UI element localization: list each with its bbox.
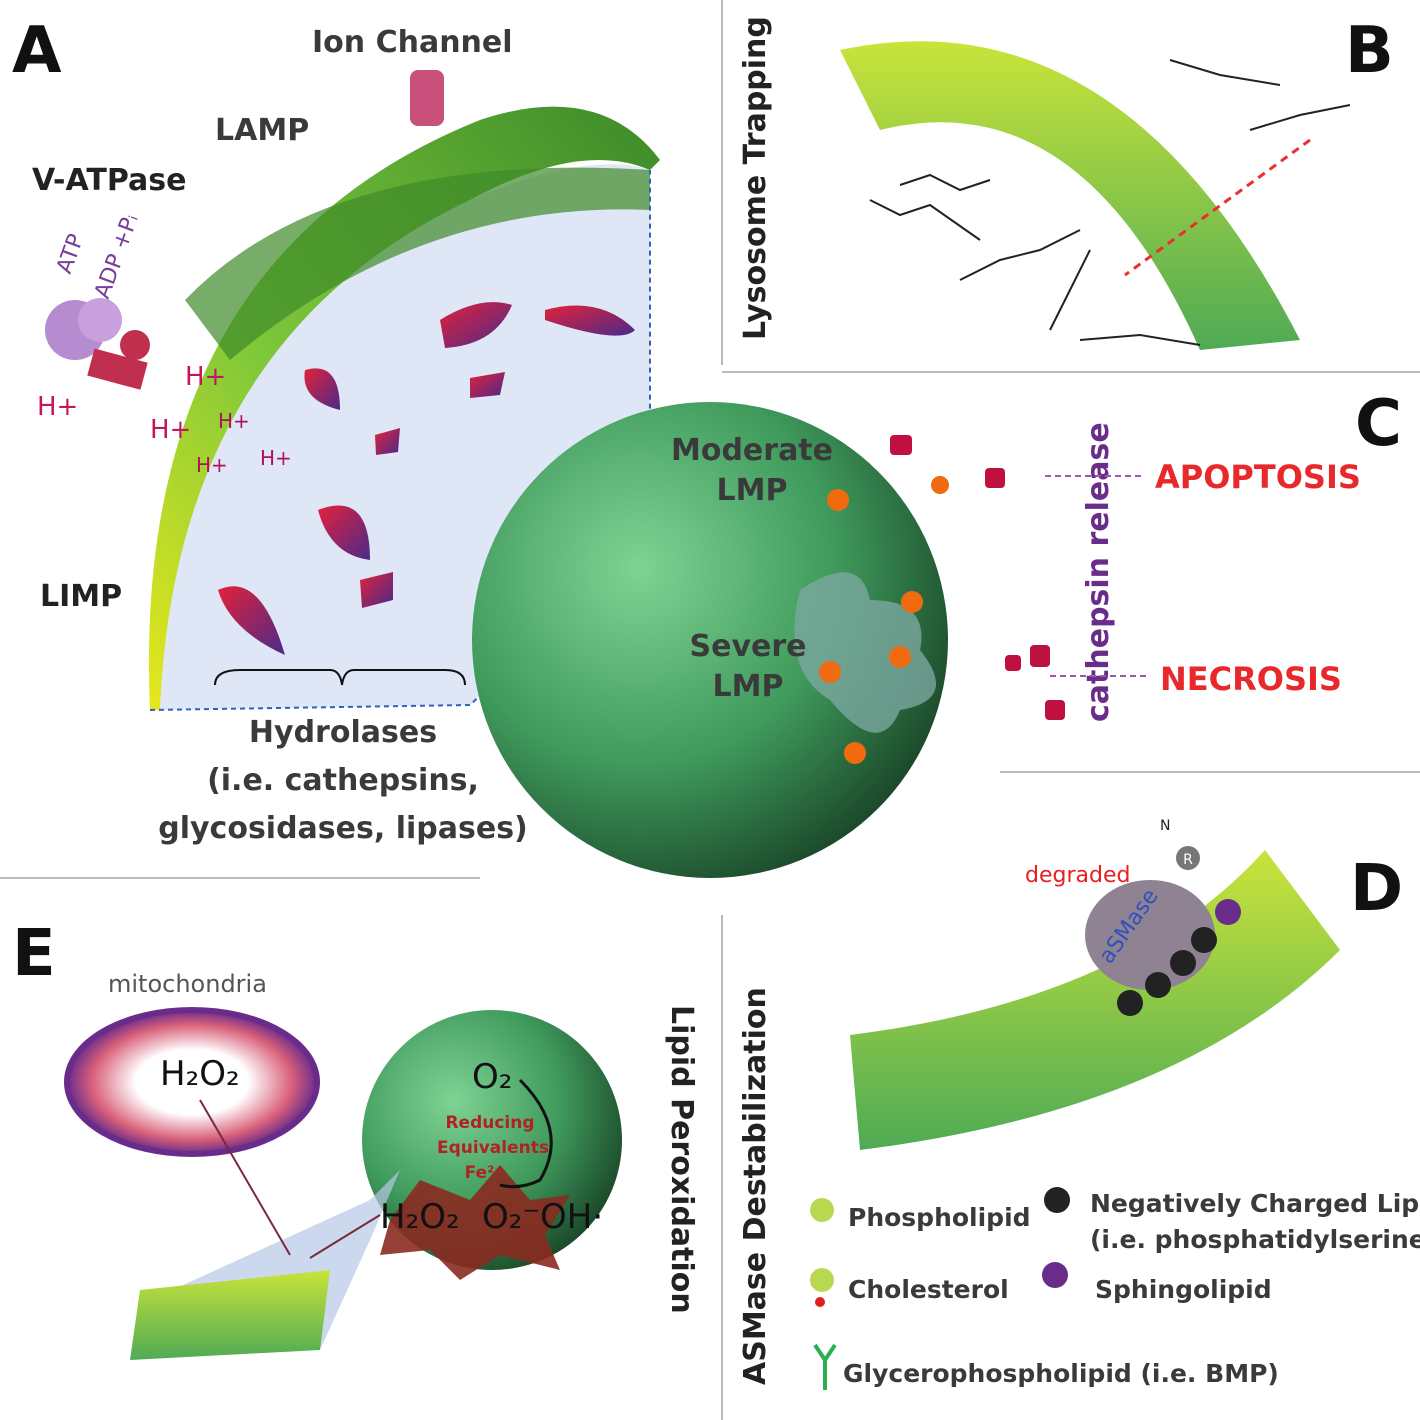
h2o2-diffusion-arrow [199, 1099, 291, 1256]
phospholipid-icon [810, 1198, 834, 1222]
cholesterol-icon [810, 1268, 834, 1292]
panel-letter-d: D [1350, 852, 1403, 926]
legend-glycerophospholipid: Glycerophospholipid (i.e. BMP) [843, 1359, 1279, 1388]
severe-rupture [794, 572, 936, 733]
o2-label: O₂ [472, 1057, 512, 1097]
cathepsin-particles [890, 435, 1065, 720]
degraded-label: degraded [1025, 863, 1130, 888]
damage-stars [819, 476, 949, 764]
necrosis-label: NECROSIS [1160, 660, 1342, 698]
sphingolipid-legend-icon [1042, 1262, 1068, 1288]
panel-d: R N degraded aSMase D ASMase Destabiliza… [738, 818, 1403, 1385]
mitochondria-label: mitochondria [108, 970, 267, 998]
negatively-charged-lipids [1117, 927, 1217, 1016]
h-plus-label: H+ [218, 409, 250, 433]
cathepsin-release-label: cathepsin release [1081, 422, 1116, 722]
lysosome-trapping-title: Lysosome Trapping [738, 16, 773, 340]
mitochondria-icon [64, 1007, 320, 1157]
moderate-lmp-label: LMP [717, 473, 788, 508]
hydrolases-label: glycosidases, lipases) [158, 811, 528, 846]
v-atpase-label: V-ATPase [32, 163, 186, 198]
h2o2-label: H₂O₂ [160, 1054, 240, 1094]
lysosome-sphere [472, 402, 948, 878]
membrane-bilayer [840, 41, 1300, 350]
inner-membrane [185, 167, 650, 360]
h-plus-label: H+ [150, 415, 191, 445]
panel-e: E mitochondria H₂O₂ O₂ Reducing Equivale… [12, 917, 699, 1360]
product-hydroxyl: OH· [540, 1197, 603, 1237]
legend-cholesterol: Cholesterol [848, 1275, 1009, 1304]
reducing-label: Equivalents [437, 1138, 549, 1158]
apoptosis-label: APOPTOSIS [1155, 458, 1361, 496]
panel-letter-c: C [1355, 387, 1402, 461]
hydrolases-label: Hydrolases [249, 715, 437, 750]
moderate-lmp-label: Moderate [671, 433, 833, 468]
ros-arrow [309, 1214, 381, 1259]
asmase-destabilization-title: ASMase Destabilization [738, 987, 773, 1385]
ion-channel-label: Ion Channel [312, 25, 513, 60]
glycerophospholipid-icon [813, 1343, 837, 1390]
product-h2o2: H₂O₂ [380, 1197, 460, 1237]
hydrolase-enzymes [218, 302, 635, 655]
h-plus-label: H+ [185, 362, 226, 392]
legend: Phospholipid Cholesterol Glycerophosphol… [810, 1187, 1420, 1390]
limp-label: LIMP [40, 579, 122, 614]
product-superoxide: O₂⁻ [482, 1197, 540, 1237]
panel-letter-a: A [12, 14, 62, 88]
legend-negative-lipid-example: (i.e. phosphatidylserine) [1090, 1225, 1420, 1254]
severe-lmp-label: LMP [713, 669, 784, 704]
legend-negative-lipid: Negatively Charged Lipid [1090, 1189, 1420, 1218]
hydrolases-label: (i.e. cathepsins, [207, 763, 479, 798]
atp-label: ATP [52, 231, 89, 277]
r-label: R [1183, 852, 1193, 868]
sphingolipid-icon [1215, 899, 1241, 925]
legend-phospholipid: Phospholipid [848, 1203, 1031, 1232]
membrane-bilayer [850, 850, 1340, 1150]
lipid-peroxidation-title: Lipid Peroxidation [664, 1005, 699, 1314]
panel-c: C Moderate LMP Severe LMP cathepsin rele… [671, 387, 1402, 764]
lipophilic-drugs [869, 59, 1351, 346]
legend-sphingolipid: Sphingolipid [1095, 1275, 1272, 1304]
adp-label: ADP +Pᵢ [90, 211, 144, 302]
lamp-label: LAMP [215, 113, 309, 148]
h-plus-label: H+ [196, 453, 228, 477]
ros-burst-icon [380, 1165, 570, 1280]
panel-letter-b: B [1345, 14, 1394, 88]
h-plus-label: H+ [260, 446, 292, 470]
hydrolases-brace [214, 669, 466, 686]
drug-entry-arrow [1124, 138, 1311, 277]
panel-b: B Lysosome Trapping [738, 14, 1394, 350]
fe-label: Fe²⁺ [465, 1163, 504, 1183]
n-label: N [1160, 818, 1170, 834]
panel-letter-e: E [12, 917, 56, 991]
membrane-bilayer [130, 1270, 330, 1360]
ion-channel-icon [410, 70, 444, 126]
h-plus-label: H+ [37, 392, 78, 422]
v-atpase-icon [45, 298, 150, 390]
r-group-icon [1176, 846, 1200, 870]
negatively-charged-lipid-icon [1044, 1187, 1070, 1213]
reducing-label: Reducing [445, 1113, 534, 1133]
reduction-arrow [499, 1078, 553, 1189]
severe-lmp-label: Severe [690, 629, 807, 664]
